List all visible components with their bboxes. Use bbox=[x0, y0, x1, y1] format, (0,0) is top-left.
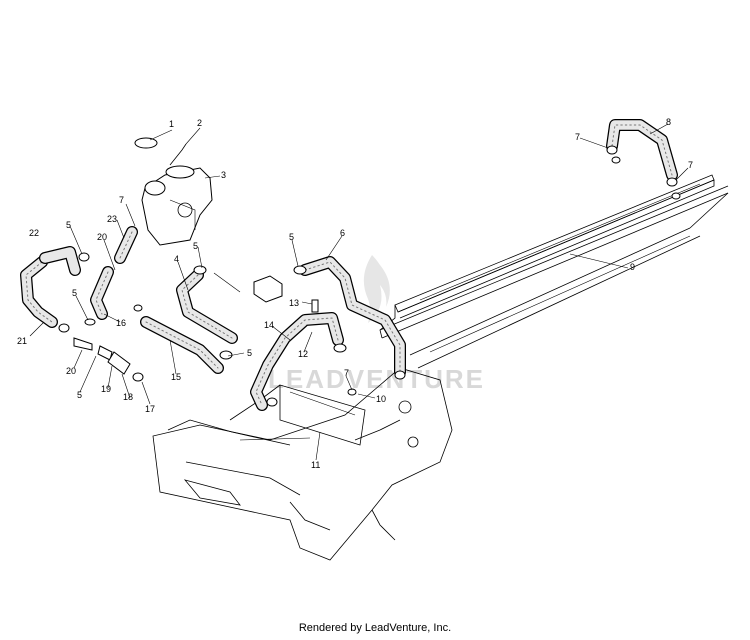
callout-14: 14 bbox=[264, 320, 274, 330]
svg-text:LEADVENTURE: LEADVENTURE bbox=[268, 364, 485, 394]
callout-7: 7 bbox=[575, 132, 580, 142]
callout-7: 7 bbox=[119, 195, 124, 205]
callout-11: 11 bbox=[311, 460, 320, 470]
chassis-tunnel bbox=[152, 367, 453, 561]
callout-10: 10 bbox=[376, 394, 386, 404]
hose-23 bbox=[114, 226, 138, 264]
footer-credit: Rendered by LeadVenture, Inc. bbox=[298, 622, 452, 634]
callout-20: 20 bbox=[66, 366, 76, 376]
callout-17: 17 bbox=[145, 404, 155, 414]
callout-21: 21 bbox=[17, 336, 27, 346]
callout-12: 12 bbox=[298, 349, 308, 359]
callout-5: 5 bbox=[247, 348, 252, 358]
hose-8 bbox=[606, 119, 678, 181]
callout-5: 5 bbox=[193, 241, 198, 251]
callout-2: 2 bbox=[197, 118, 202, 128]
callout-13: 13 bbox=[289, 298, 299, 308]
hose-6 bbox=[299, 256, 406, 378]
hose-22-21 bbox=[20, 246, 81, 328]
callout-7: 7 bbox=[344, 368, 349, 378]
callout-5: 5 bbox=[289, 232, 294, 242]
small-fittings bbox=[58, 145, 681, 407]
hose-15 bbox=[140, 316, 224, 374]
callout-5: 5 bbox=[72, 288, 77, 298]
dipstick bbox=[169, 143, 187, 166]
callout-19: 19 bbox=[101, 384, 111, 394]
cooler-rails bbox=[379, 174, 729, 369]
callout-5: 5 bbox=[66, 220, 71, 230]
callout-5: 5 bbox=[77, 390, 82, 400]
callout-4: 4 bbox=[174, 254, 179, 264]
oil-tank bbox=[141, 165, 213, 246]
callout-8: 8 bbox=[666, 117, 671, 127]
hose-16 bbox=[90, 266, 114, 320]
callout-22: 22 bbox=[29, 228, 39, 238]
callouts: 1 2 3 7 23 5 22 20 5 16 21 20 5 19 18 17… bbox=[17, 117, 693, 470]
hose-4 bbox=[176, 269, 238, 344]
tank-cap bbox=[134, 137, 158, 149]
callout-23: 23 bbox=[107, 214, 117, 224]
callout-18: 18 bbox=[123, 392, 133, 402]
callout-1: 1 bbox=[169, 119, 174, 129]
callout-9: 9 bbox=[630, 262, 635, 272]
callout-6: 6 bbox=[340, 228, 345, 238]
callout-7: 7 bbox=[688, 160, 693, 170]
leader-lines bbox=[29, 123, 689, 461]
callout-15: 15 bbox=[171, 372, 181, 382]
callout-16: 16 bbox=[116, 318, 126, 328]
callout-20: 20 bbox=[97, 232, 107, 242]
hose-14 bbox=[250, 312, 344, 411]
callout-3: 3 bbox=[221, 170, 226, 180]
